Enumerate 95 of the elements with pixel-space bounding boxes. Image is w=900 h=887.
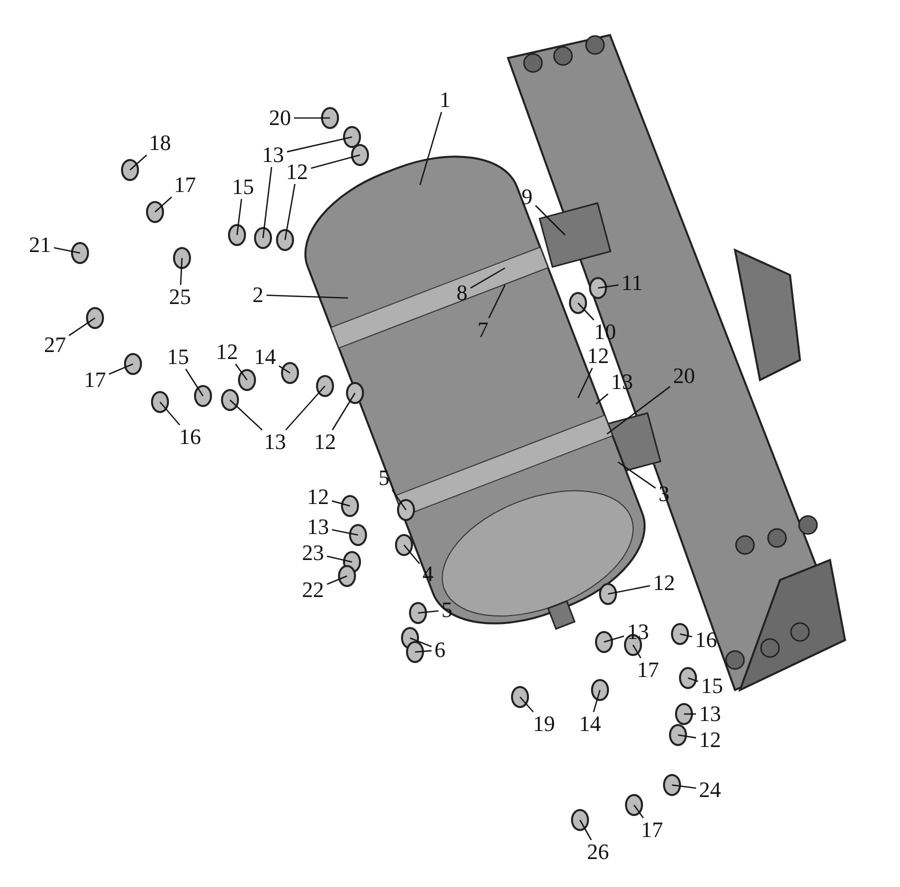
callout-number: 14 — [253, 346, 277, 368]
callout-number: 14 — [578, 713, 602, 735]
callout-number: 15 — [231, 176, 255, 198]
callout-number: 16 — [694, 629, 718, 651]
callout-number: 25 — [168, 286, 192, 308]
callout-number: 6 — [434, 639, 446, 661]
leader-line — [418, 610, 439, 614]
leader-line — [606, 386, 670, 435]
leader-line — [326, 575, 348, 585]
leader-line — [520, 696, 534, 712]
callout-number: 18 — [148, 132, 172, 154]
leader-line — [596, 393, 608, 404]
callout-number: 3 — [658, 483, 670, 505]
leader-line — [160, 402, 180, 426]
leader-line — [262, 166, 272, 238]
callout-number: 26 — [586, 841, 610, 863]
callout-number: 8 — [456, 282, 468, 304]
leader-line — [108, 363, 134, 375]
callout-number: 13 — [698, 703, 722, 725]
leader-line — [180, 258, 183, 286]
leader-line — [185, 368, 204, 396]
callout-number: 5 — [440, 599, 454, 621]
leader-line — [618, 461, 656, 489]
callout-number: 12 — [285, 161, 309, 183]
leader-line — [672, 784, 696, 789]
leader-line — [678, 734, 696, 738]
leader-line — [684, 713, 696, 715]
callout-number: 12 — [215, 341, 239, 363]
leader-line — [130, 154, 148, 170]
leader-line — [68, 317, 96, 336]
callout-number: 20 — [268, 107, 292, 129]
callout-number: 9 — [520, 186, 534, 208]
leader-line — [414, 650, 432, 653]
leader-line — [578, 302, 594, 320]
callout-number: 17 — [636, 659, 660, 681]
callout-number: 17 — [173, 174, 197, 196]
callout-number: 12 — [586, 345, 610, 367]
leader-line — [286, 136, 352, 152]
leader-line — [404, 544, 420, 564]
leader-line — [688, 677, 698, 682]
callout-number: 13 — [263, 431, 287, 453]
callout-number: 5 — [378, 467, 390, 489]
callout-number: 12 — [652, 572, 676, 594]
leader-line — [310, 154, 360, 169]
callout-number: 7 — [476, 319, 490, 341]
leader-line — [598, 284, 619, 289]
callout-number: 2 — [252, 284, 264, 306]
callout-number: 24 — [698, 779, 722, 801]
callout-number: 10 — [593, 321, 617, 343]
callout-number: 16 — [178, 426, 202, 448]
leader-line — [633, 804, 644, 818]
leader-line — [54, 247, 80, 254]
leader-line — [285, 386, 326, 430]
leader-line — [535, 205, 566, 236]
leader-line — [278, 365, 290, 374]
callout-number: 1 — [438, 89, 452, 111]
leader-line — [326, 556, 352, 563]
callout-number: 22 — [301, 579, 325, 601]
callout-number: 21 — [28, 234, 52, 256]
leader-line — [266, 294, 348, 299]
callout-number: 11 — [620, 272, 644, 294]
leader-line — [332, 392, 356, 430]
leader-line — [632, 644, 642, 658]
callout-number: 13 — [306, 516, 330, 538]
leader-line — [579, 820, 592, 840]
leader-line — [284, 184, 296, 240]
callout-number: 12 — [306, 486, 330, 508]
leader-line — [608, 585, 650, 595]
callout-number: 15 — [700, 675, 724, 697]
leader-line — [392, 490, 407, 510]
callout-number: 13 — [626, 621, 650, 643]
callout-number: 19 — [532, 713, 556, 735]
callout-number: 15 — [166, 346, 190, 368]
callout-number: 27 — [43, 334, 67, 356]
leader-line — [332, 529, 358, 536]
leader-line — [470, 267, 506, 289]
callout-number: 20 — [672, 365, 696, 387]
leader-line — [294, 117, 330, 119]
callout-number: 12 — [698, 729, 722, 751]
callout-number: 12 — [313, 431, 337, 453]
leader-line — [680, 633, 692, 638]
leader-line — [488, 284, 506, 318]
leader-line — [154, 196, 172, 212]
callout-number: 13 — [261, 144, 285, 166]
leader-line — [230, 400, 263, 430]
leader-line — [410, 637, 432, 648]
callout-number: 23 — [301, 542, 325, 564]
leader-line — [419, 112, 442, 186]
leader-line — [604, 636, 624, 643]
leader-line — [235, 364, 248, 380]
leader-line — [236, 198, 242, 236]
leader-line — [592, 690, 601, 712]
callout-number: 17 — [83, 369, 107, 391]
leader-line — [332, 500, 350, 507]
callout-number: 17 — [640, 819, 664, 841]
